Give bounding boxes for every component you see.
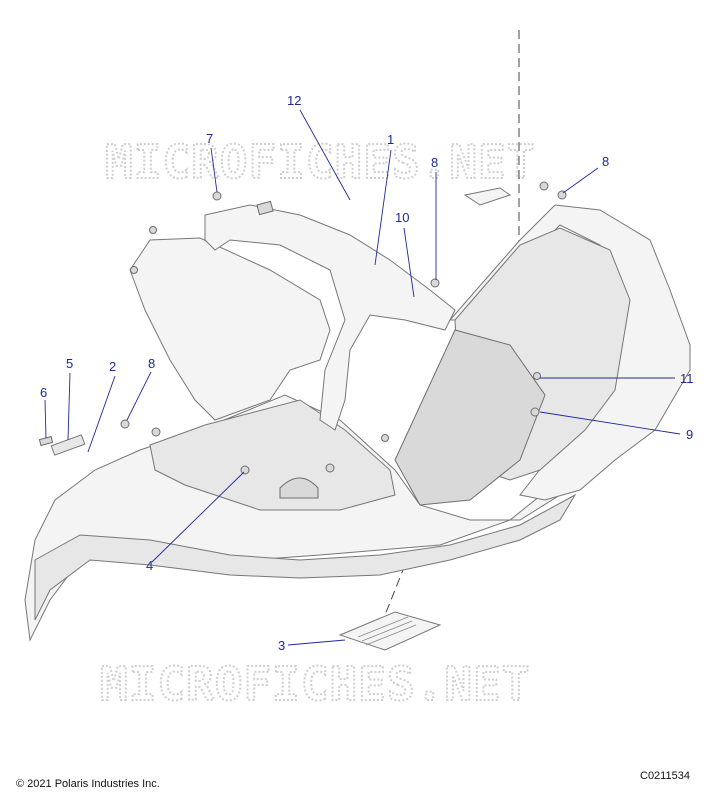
callout-3: 3 (278, 638, 285, 653)
callout-8-left: 8 (148, 356, 155, 371)
callout-9: 9 (686, 427, 693, 442)
callout-1: 1 (387, 132, 394, 147)
callout-10: 10 (395, 210, 409, 225)
callout-8-top: 8 (431, 155, 438, 170)
callout-7: 7 (206, 131, 213, 146)
copyright-text: © 2021 Polaris Industries Inc. (16, 778, 160, 790)
callout-11: 11 (680, 371, 694, 386)
mud-flap (338, 611, 442, 651)
callouts: 1 2 3 4 5 6 7 8 8 8 9 10 11 12 (40, 93, 694, 653)
callout-4: 4 (146, 558, 153, 573)
rear-fender-assembly (24, 181, 691, 651)
watermark-top: MICROFICHES.NET (105, 135, 535, 189)
callout-2: 2 (109, 359, 116, 374)
watermark-bottom: MICROFICHES.NET (100, 657, 530, 711)
mud-flap-guide (384, 564, 406, 616)
callout-12: 12 (287, 93, 301, 108)
callout-5: 5 (66, 356, 73, 371)
leader-lines (44, 109, 681, 646)
callout-6: 6 (40, 385, 47, 400)
diagram-code: C0211534 (640, 770, 690, 782)
callout-8-right: 8 (602, 154, 609, 169)
